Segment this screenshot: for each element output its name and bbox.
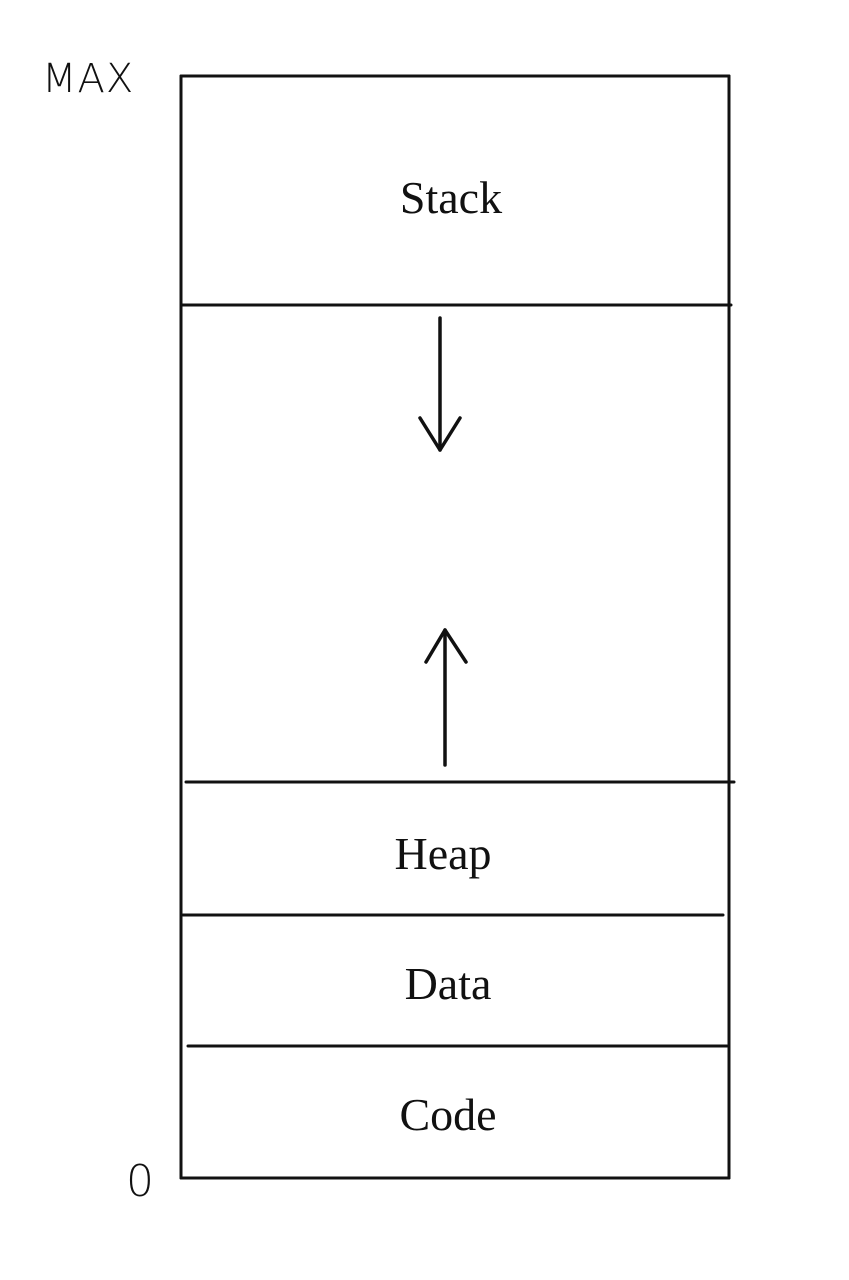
address-max-label: MAX (42, 56, 134, 102)
stack-segment-label: Stack (400, 172, 502, 223)
code-segment-label: Code (399, 1089, 496, 1140)
heap-segment-label: Heap (394, 828, 491, 879)
data-segment-label: Data (405, 958, 492, 1009)
heap-growth-up-arrow-icon (424, 628, 468, 767)
stack-growth-down-arrow-icon (418, 316, 462, 452)
address-zero-label: 0 (126, 1156, 154, 1207)
